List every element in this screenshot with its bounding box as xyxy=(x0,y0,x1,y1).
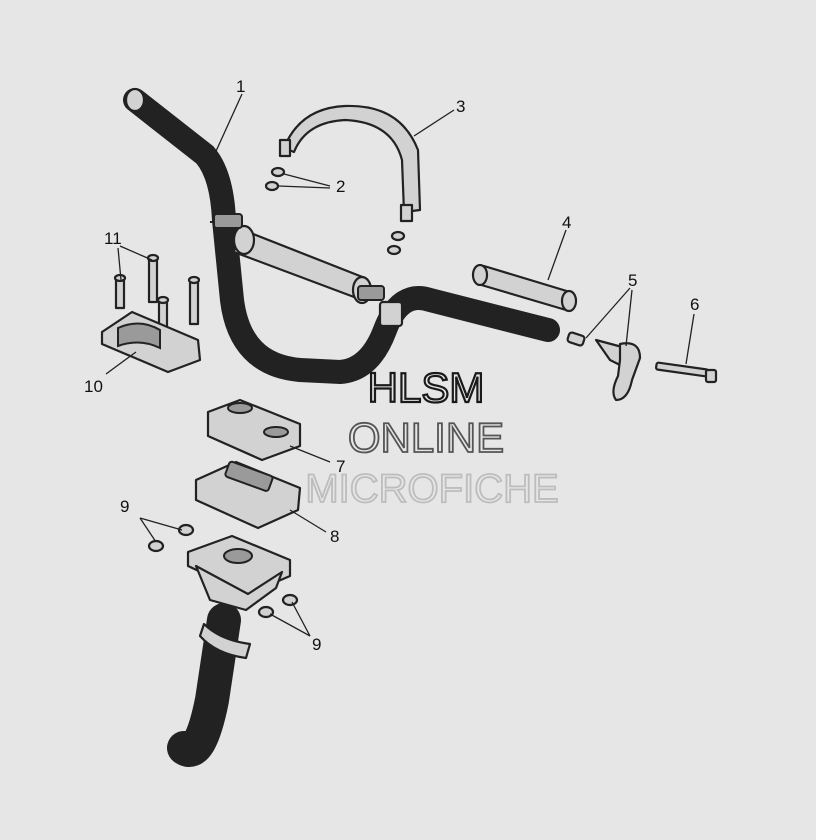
part-6-bolt xyxy=(654,361,718,384)
watermark-line-1: HLSM xyxy=(368,364,485,411)
callout-9-lower: 9 xyxy=(312,635,321,654)
part-10-clamp-cap xyxy=(100,310,202,374)
callout-1: 1 xyxy=(236,77,245,96)
leader-lines xyxy=(105,93,695,637)
callout-5: 5 xyxy=(628,271,637,290)
part-5-throttle-assembly xyxy=(566,331,642,402)
part-4-grip xyxy=(471,263,578,313)
steering-post-mount xyxy=(167,534,292,767)
callout-8: 8 xyxy=(330,527,339,546)
part-9-nuts xyxy=(147,523,299,619)
callout-2: 2 xyxy=(336,177,345,196)
handlebar-crossbar-pad xyxy=(213,213,404,328)
part-1-handlebar xyxy=(123,87,560,385)
part-3-curved-guard xyxy=(278,104,422,223)
callout-10: 10 xyxy=(84,377,103,396)
watermark-line-2: ONLINE xyxy=(348,414,504,461)
callout-11: 11 xyxy=(104,229,122,248)
callout-7: 7 xyxy=(336,457,345,476)
callout-3: 3 xyxy=(456,97,465,116)
callout-6: 6 xyxy=(690,295,699,314)
callout-labels: 1 2 3 4 5 6 7 8 9 9 10 11 xyxy=(84,77,699,654)
callout-9-upper: 9 xyxy=(120,497,129,516)
watermark-line-3: MICROFICHE xyxy=(305,467,558,511)
callout-4: 4 xyxy=(562,213,571,232)
watermark: HLSM ONLINE MICROFICHE xyxy=(304,363,559,512)
part-8-lower-clamp xyxy=(194,460,302,530)
part-2-nuts xyxy=(264,166,406,256)
part-7-upper-clamp xyxy=(206,398,302,462)
